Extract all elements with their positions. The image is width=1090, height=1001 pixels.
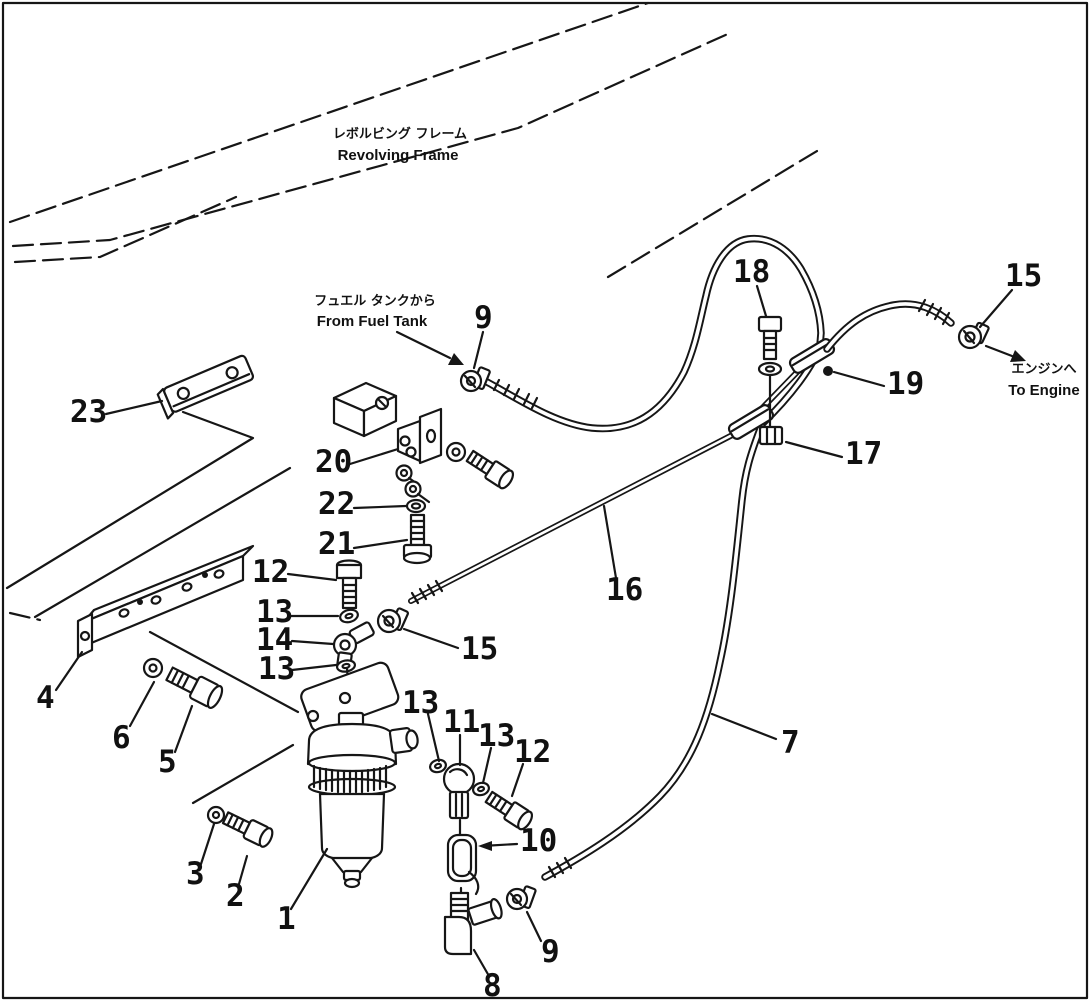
filter-outlet-boss <box>388 727 419 754</box>
callout-16: 16 <box>606 572 643 608</box>
callout-12: 12 <box>514 734 551 770</box>
bolt-part2 <box>221 811 274 848</box>
fuel-filter-part1 <box>300 661 419 889</box>
hose-hatch-engine <box>917 298 951 326</box>
callout-1: 1 <box>277 901 296 937</box>
washer-part22 <box>405 498 427 514</box>
callout-20: 20 <box>315 444 352 480</box>
annotation-to-engine: エンジンへ To Engine <box>984 344 1080 399</box>
channel-bracket-part4 <box>76 544 255 659</box>
callout-13: 13 <box>402 685 439 721</box>
washer-part13-a <box>339 608 359 624</box>
bracket-hole <box>306 709 320 723</box>
callout-5: 5 <box>158 744 177 780</box>
washer-under-bolt18 <box>757 361 783 377</box>
clip-part9-top <box>459 366 491 393</box>
hose-to-engine <box>823 298 955 353</box>
callout-leaders <box>54 284 1014 978</box>
clip-screw-part19 <box>823 366 833 376</box>
annotation-from-fuel-tank: フュエル タンクから From Fuel Tank <box>314 294 464 365</box>
bracket-part20 <box>396 407 443 465</box>
leader-arrow-10 <box>478 841 492 851</box>
washer-part13-d <box>472 781 490 797</box>
callout-2: 2 <box>226 878 245 914</box>
hose-hatch-inlet <box>492 378 539 410</box>
callout-6: 6 <box>112 720 131 756</box>
filter-bowl <box>318 792 386 862</box>
to-engine-en: To Engine <box>1008 382 1079 399</box>
callout-14: 14 <box>256 622 293 658</box>
bolt-part21 <box>402 513 433 565</box>
revolving-frame-en: Revolving Frame <box>338 147 459 164</box>
callout-15: 15 <box>1005 258 1042 294</box>
revolving-frame-jp: レボルビング フレーム <box>333 126 467 142</box>
bolt-part18 <box>757 315 783 429</box>
callout-numbers: 23 20 22 21 12 13 14 13 9 18 15 19 17 16… <box>36 254 1042 1001</box>
from-fuel-tank-arrow <box>448 353 464 365</box>
callout-10: 10 <box>520 823 557 859</box>
filter-ring <box>307 753 397 797</box>
callout-12: 12 <box>252 554 289 590</box>
revolving-frame-lines <box>8 1 824 622</box>
tube16-hose-hatch <box>410 579 444 605</box>
bolt-part12-left <box>335 559 363 610</box>
washer-right-of-bracket <box>445 441 467 463</box>
union-part15-middle <box>376 607 410 634</box>
callout-4: 4 <box>36 680 55 716</box>
to-engine-jp: エンジンへ <box>1011 362 1076 377</box>
from-fuel-tank-en: From Fuel Tank <box>317 313 428 330</box>
plate-part23 <box>156 354 255 420</box>
nut-part17 <box>758 425 784 446</box>
banjo-part11 <box>442 762 476 820</box>
hose-part7-fuel-line <box>483 234 825 881</box>
callout-19: 19 <box>887 366 924 402</box>
washer-part3 <box>206 805 226 825</box>
bracket-hole <box>338 691 352 705</box>
bolt-right-of-bracket <box>465 449 515 490</box>
washer-part13-c <box>429 758 447 774</box>
callout-11: 11 <box>443 704 480 740</box>
bolt-part12-right <box>484 790 534 831</box>
callout-9: 9 <box>541 934 560 970</box>
callout-7: 7 <box>781 725 800 761</box>
callout-17: 17 <box>845 436 882 472</box>
frame-edges <box>5 410 300 805</box>
clip-part15-right <box>957 321 990 350</box>
annotation-revolving-frame: レボルビング フレーム Revolving Frame <box>333 126 467 164</box>
callout-3: 3 <box>186 856 205 892</box>
callout-22: 22 <box>318 486 355 522</box>
callout-18: 18 <box>733 254 770 290</box>
box-part20 <box>332 381 398 438</box>
callout-21: 21 <box>318 526 355 562</box>
clamp-part10 <box>446 833 480 896</box>
callout-15: 15 <box>461 631 498 667</box>
callout-23: 23 <box>70 394 107 430</box>
elbow-part8 <box>443 891 503 956</box>
clip-part9-bottom <box>505 885 537 911</box>
callout-13: 13 <box>258 651 295 687</box>
callout-8: 8 <box>483 968 502 1001</box>
callout-9: 9 <box>474 300 493 336</box>
bolt-part5 <box>165 666 224 709</box>
hose-hatch-end <box>547 856 573 879</box>
washer-part6 <box>142 657 164 679</box>
callout-13: 13 <box>478 718 515 754</box>
callout-13: 13 <box>256 594 293 630</box>
from-fuel-tank-jp: フュエル タンクから <box>314 294 436 309</box>
to-engine-arrow <box>1010 350 1026 362</box>
clips-below-bracket <box>395 464 431 504</box>
